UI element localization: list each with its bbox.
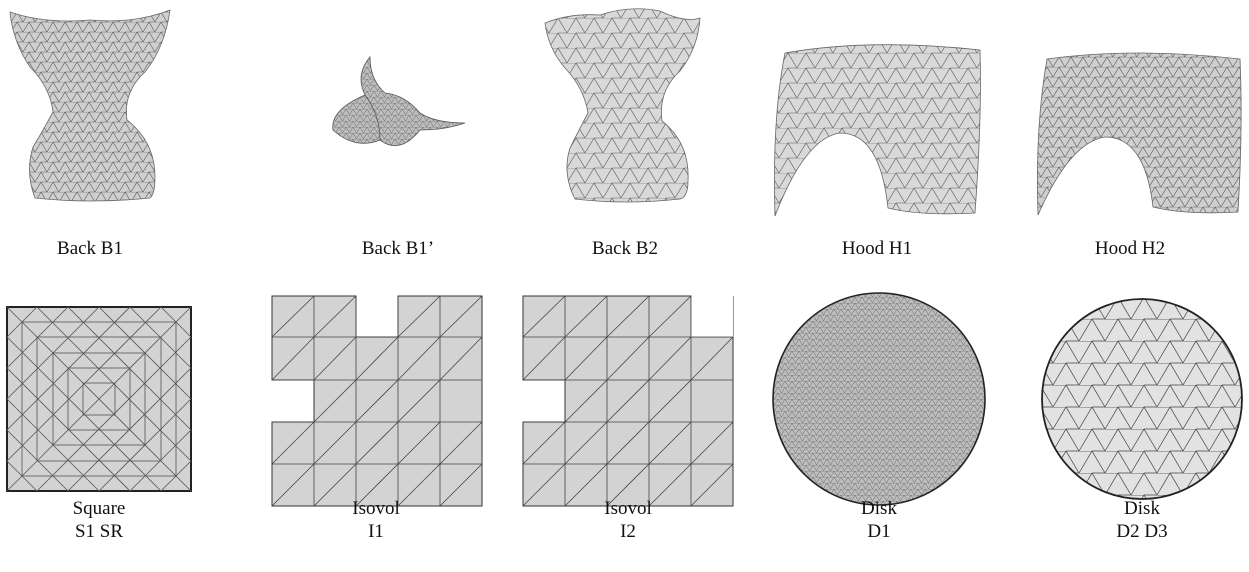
disk-d1-mesh xyxy=(771,291,987,507)
back-b1-mesh xyxy=(5,2,175,202)
disk-d2-d3-mesh xyxy=(1040,297,1244,501)
back-b2-mesh xyxy=(540,3,705,203)
hood-h2-mesh xyxy=(1035,47,1245,217)
isovol-i1-mesh xyxy=(271,295,483,507)
square-mesh xyxy=(6,306,192,492)
caption-hood-h1: Hood H1 xyxy=(752,237,1002,260)
caption-hood-h2: Hood H2 xyxy=(1005,237,1249,260)
caption-back-b1-prime: Back B1’ xyxy=(273,237,523,260)
hood-h1-mesh xyxy=(770,38,985,218)
caption-back-b2: Back B2 xyxy=(500,237,750,260)
isovol-i2-mesh xyxy=(522,295,734,507)
caption-back-b1: Back B1 xyxy=(0,237,215,260)
back-b1-prime-mesh xyxy=(325,55,470,165)
